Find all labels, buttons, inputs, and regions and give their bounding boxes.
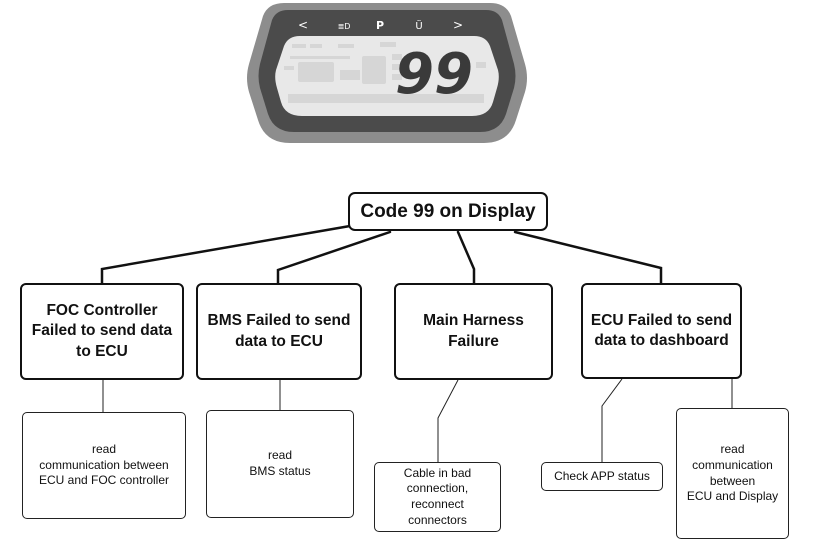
connector-root-foc bbox=[100, 224, 352, 285]
cause-box-ecu: ECU Failed to send data to dashboard bbox=[581, 283, 742, 379]
connector-ecu-app bbox=[601, 378, 623, 462]
action-box-app: Check APP status bbox=[541, 462, 663, 491]
faded-segments bbox=[284, 42, 486, 103]
action-box-foc: read communication between ECU and FOC c… bbox=[22, 412, 186, 519]
cause-label: Main Harness Failure bbox=[423, 312, 524, 350]
action-label: read communication between ECU and FOC c… bbox=[38, 442, 170, 488]
cause-label: ECU Failed to send data to dashboard bbox=[590, 311, 733, 349]
root-box: Code 99 on Display bbox=[348, 192, 548, 231]
error-code-digits: 99 bbox=[395, 42, 473, 107]
cause-label: BMS Failed to send data to ECU bbox=[207, 312, 351, 350]
action-box-display: read communication between ECU and Displ… bbox=[676, 408, 789, 539]
connector-root-bms bbox=[276, 230, 392, 285]
action-label: Cable in bad connection, reconnect conne… bbox=[403, 465, 472, 527]
connector-root-harness bbox=[456, 230, 476, 285]
mode-icon: Ü bbox=[415, 19, 422, 32]
park-icon: P bbox=[376, 19, 384, 32]
action-label: Check APP status bbox=[554, 468, 650, 483]
cause-box-foc: FOC Controller Failed to send data to EC… bbox=[20, 283, 184, 380]
connector-harness-action bbox=[437, 379, 459, 462]
action-box-bms: read BMS status bbox=[206, 410, 354, 518]
action-label: read communication between ECU and Displ… bbox=[686, 442, 779, 504]
headlight-icon: ≣D bbox=[338, 22, 351, 31]
cause-label: FOC Controller Failed to send data to EC… bbox=[31, 302, 173, 360]
connector-root-ecu bbox=[513, 230, 663, 285]
action-box-harness: Cable in bad connection, reconnect conne… bbox=[374, 462, 501, 532]
nav-left-icon: < bbox=[298, 18, 308, 32]
root-label: Code 99 on Display bbox=[360, 200, 536, 222]
nav-right-icon: > bbox=[453, 18, 463, 32]
action-label: read BMS status bbox=[249, 448, 311, 478]
dashboard-display: < ≣D P Ü > 99 bbox=[247, 3, 527, 143]
cause-box-harness: Main Harness Failure bbox=[394, 283, 553, 380]
cause-box-bms: BMS Failed to send data to ECU bbox=[196, 283, 362, 380]
